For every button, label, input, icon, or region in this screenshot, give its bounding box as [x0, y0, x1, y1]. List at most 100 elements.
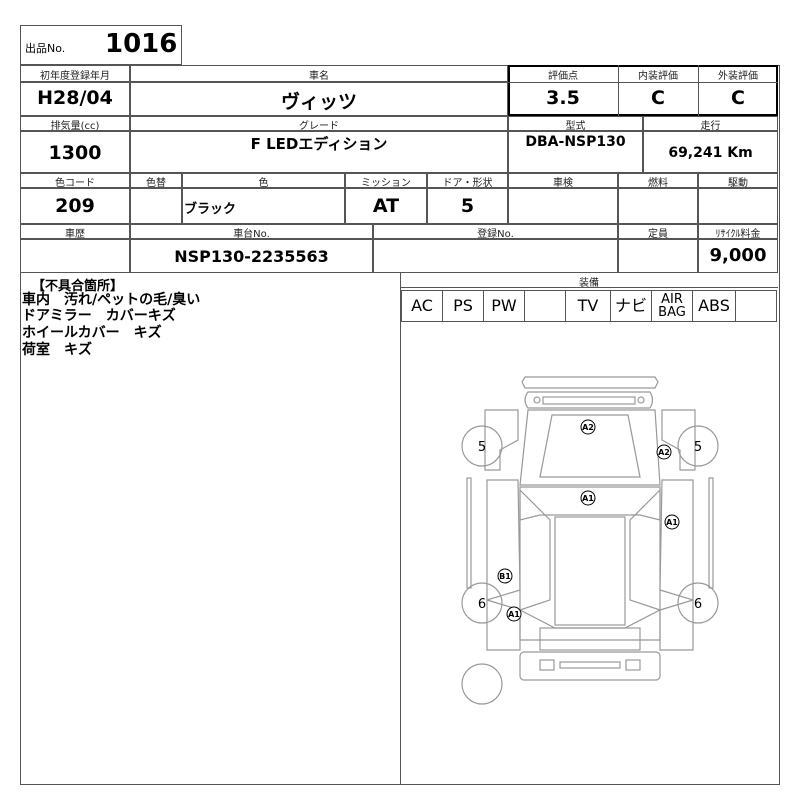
displacement-label: 排気量(cc)	[50, 121, 100, 132]
equipment-item: ナビ	[610, 290, 652, 322]
cell	[508, 188, 618, 224]
cell	[182, 188, 345, 224]
defect-line: 車内 汚れ/ペットの毛/臭い	[22, 292, 201, 308]
displacement-value: 1300	[48, 142, 102, 164]
car-name: ヴィッツ	[280, 91, 357, 113]
equipment-item: TV	[565, 290, 611, 322]
defect-line: 荷室 キズ	[22, 342, 92, 358]
chassis-value: NSP130-2235563	[174, 247, 329, 266]
wheel-number: 5	[478, 440, 486, 455]
equipment-label: 装備	[579, 278, 599, 289]
cell	[20, 173, 130, 188]
cell	[618, 188, 698, 224]
divider	[618, 65, 619, 116]
defects-title: 【不具合箇所】	[32, 279, 124, 294]
divider	[508, 82, 778, 83]
cell	[130, 224, 373, 239]
recycle-label: ﾘｻｲｸﾙ料金	[715, 229, 761, 240]
recycle-value: 9,000	[709, 245, 767, 266]
cell	[427, 173, 508, 188]
equipment-item	[735, 290, 777, 322]
exterior-label: 外装評価	[718, 71, 758, 82]
chassis-label: 車台No.	[233, 229, 270, 240]
cell	[698, 224, 778, 239]
grade-label: グレード	[299, 121, 339, 132]
lot-number: 1016	[105, 29, 178, 59]
door-label: ドア・形状	[442, 178, 493, 189]
divider	[400, 273, 401, 785]
cell	[20, 131, 130, 173]
cell	[508, 173, 618, 188]
color-change-label: 色替	[146, 178, 166, 189]
wheel-number: 5	[694, 440, 702, 455]
damage-mark: A1	[666, 518, 678, 527]
cell	[618, 224, 698, 239]
cell	[618, 239, 698, 273]
damage-mark: A1	[582, 494, 594, 503]
mission-label: ミッション	[361, 178, 411, 189]
cell	[130, 82, 508, 116]
equipment-header	[400, 273, 778, 288]
equipment-item	[524, 290, 566, 322]
cell	[698, 239, 778, 273]
cell	[427, 188, 508, 224]
inspection-label: 車検	[553, 178, 573, 189]
door-value: 5	[460, 195, 475, 217]
model-value: DBA-NSP130	[525, 134, 626, 150]
color-label: 色	[258, 178, 269, 189]
cell	[20, 65, 130, 82]
cell	[130, 116, 508, 131]
model-label: 型式	[565, 121, 586, 132]
cell	[618, 173, 698, 188]
color-value: ブラック	[184, 202, 237, 217]
reg-label: 登録No.	[477, 229, 514, 240]
grade-value: F LEDエディション	[250, 135, 388, 153]
cell	[130, 239, 373, 273]
equipment-item: AIR BAG	[651, 290, 693, 322]
cell	[643, 116, 778, 131]
defect-line: ホイールカバー キズ	[22, 325, 162, 341]
name-label: 車名	[309, 71, 329, 82]
cell	[20, 224, 130, 239]
cell	[130, 188, 182, 224]
mileage-label: 走行	[700, 121, 721, 132]
damage-mark: A1	[508, 610, 520, 619]
interior-value: C	[651, 87, 665, 109]
damage-mark: B1	[499, 572, 511, 581]
defect-line: ドアミラー カバーキズ	[22, 308, 176, 324]
drive-label: 駆動	[728, 178, 748, 189]
damage-mark: A2	[582, 423, 594, 432]
first-reg-value: H28/04	[37, 87, 113, 109]
cell	[698, 173, 778, 188]
cell	[182, 173, 345, 188]
color-code-value: 209	[55, 195, 95, 217]
cell	[20, 239, 130, 273]
divider	[698, 65, 699, 116]
exterior-value: C	[731, 87, 745, 109]
equipment-item: PS	[442, 290, 484, 322]
fuel-label: 燃料	[648, 178, 668, 189]
car-damage-diagram: 5 5 6 6 A2 A2 A1 A1 B1 A1	[461, 376, 719, 705]
damage-mark: A2	[658, 448, 670, 457]
evaluation-box	[508, 65, 778, 116]
score-value: 3.5	[546, 87, 580, 109]
equipment-item: AC	[401, 290, 443, 322]
mileage-value: 69,241 Km	[668, 145, 753, 161]
cell	[373, 224, 618, 239]
cell	[508, 116, 643, 131]
cell	[20, 188, 130, 224]
wheel-number: 6	[694, 597, 702, 612]
cell	[20, 116, 130, 131]
cell	[345, 173, 427, 188]
capacity-label: 定員	[648, 229, 668, 240]
cell	[130, 173, 182, 188]
first-reg-label: 初年度登録年月	[40, 71, 110, 82]
cell	[345, 188, 427, 224]
wheel-number: 6	[478, 597, 486, 612]
lot-box	[20, 25, 182, 65]
color-code-label: 色コード	[55, 178, 95, 189]
cell	[373, 239, 618, 273]
equipment-item: PW	[483, 290, 525, 322]
cell	[508, 131, 643, 173]
score-label: 評価点	[548, 71, 578, 82]
